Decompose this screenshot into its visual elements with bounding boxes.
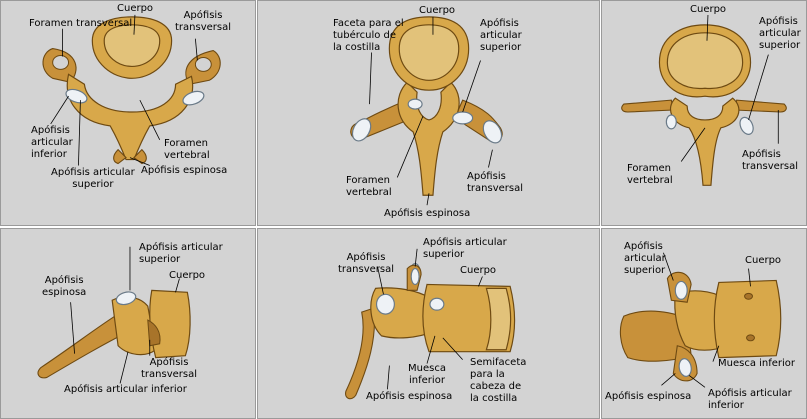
label-cuerpo: Cuerpo	[690, 4, 727, 15]
label-apofisis-transversal: Apófisis transversal	[742, 149, 799, 172]
label-apofisis-articular-superior: Apófisis articular superior	[759, 16, 801, 51]
label-muesca-inferior: Muesca inferior	[718, 358, 796, 369]
label-apofisis-articular-superior: Apófisis articular superior	[480, 18, 522, 53]
label-foramen-vertebral: Foramen vertebral	[627, 163, 673, 186]
label-muesca-inferior: Muesca inferior	[408, 363, 446, 386]
label-apofisis-transversal: Apófisis transversal	[338, 252, 395, 275]
thoracic-vertebra-lateral-illustration	[345, 248, 516, 400]
label-apofisis-articular-inferior: Apófisis articular inferior	[64, 384, 187, 395]
label-apofisis-transversal: Apófisis transversal	[141, 357, 198, 380]
label-cuerpo: Cuerpo	[745, 255, 782, 266]
panel-lumbar-superior-view: Cuerpo Apófisis articular superior Foram…	[601, 0, 807, 226]
lumbar-vertebra-superior-illustration	[621, 14, 787, 186]
label-cuerpo: Cuerpo	[460, 265, 497, 276]
cervical-vertebra-superior-illustration	[42, 14, 221, 166]
panel-thoracic-lateral-view: Apófisis transversal Apófisis articular …	[257, 228, 600, 419]
label-cuerpo: Cuerpo	[419, 5, 456, 16]
label-apofisis-transversal: Apófisis transversal	[467, 171, 524, 194]
panel-lumbar-lateral-view: Apófisis articular superior Cuerpo Muesc…	[601, 228, 807, 419]
label-apofisis-espinosa: Apófisis espinosa	[605, 391, 692, 402]
label-semifaceta: Semifaceta para la cabeza de la costilla	[470, 357, 527, 404]
label-cuerpo: Cuerpo	[169, 270, 206, 281]
label-apofisis-espinosa: Apófisis espinosa	[366, 391, 453, 402]
panel-cervical-lateral-view: Apófisis articular superior Cuerpo Apófi…	[0, 228, 256, 419]
label-apofisis-espinosa: Apófisis espinosa	[141, 165, 228, 176]
label-faceta-tuberculo: Faceta para el tubérculo de la costilla	[333, 18, 404, 53]
label-foramen-vertebral: Foramen vertebral	[164, 138, 210, 161]
label-apofisis-articular-superior: Apófisis articular superior	[51, 167, 135, 190]
label-foramen-vertebral: Foramen vertebral	[346, 175, 392, 198]
cervical-vertebra-lateral-illustration	[37, 246, 191, 384]
label-apofisis-articular-superior: Apófisis articular superior	[139, 242, 223, 265]
label-foramen-transversal: Foramen transversal	[29, 18, 133, 29]
panel-thoracic-superior-view: Faceta para el tubérculo de la costilla …	[257, 0, 600, 226]
label-cuerpo: Cuerpo	[117, 3, 154, 14]
label-apofisis-articular-inferior: Apófisis articular inferior	[708, 388, 792, 411]
label-apofisis-articular-superior: Apófisis articular superior	[423, 237, 507, 260]
thoracic-vertebra-superior-illustration	[350, 16, 503, 206]
label-apofisis-transversal: Apófisis transversal	[175, 10, 232, 33]
label-apofisis-articular-superior: Apófisis articular superior	[624, 241, 666, 276]
label-apofisis-espinosa: Apófisis espinosa	[42, 275, 87, 298]
lumbar-vertebra-lateral-illustration	[619, 252, 782, 388]
label-apofisis-articular-inferior: Apófisis articular inferior	[31, 125, 73, 160]
label-apofisis-espinosa: Apófisis espinosa	[384, 208, 471, 219]
panel-cervical-superior-view: Cuerpo Foramen transversal Apófisis tran…	[0, 0, 256, 226]
